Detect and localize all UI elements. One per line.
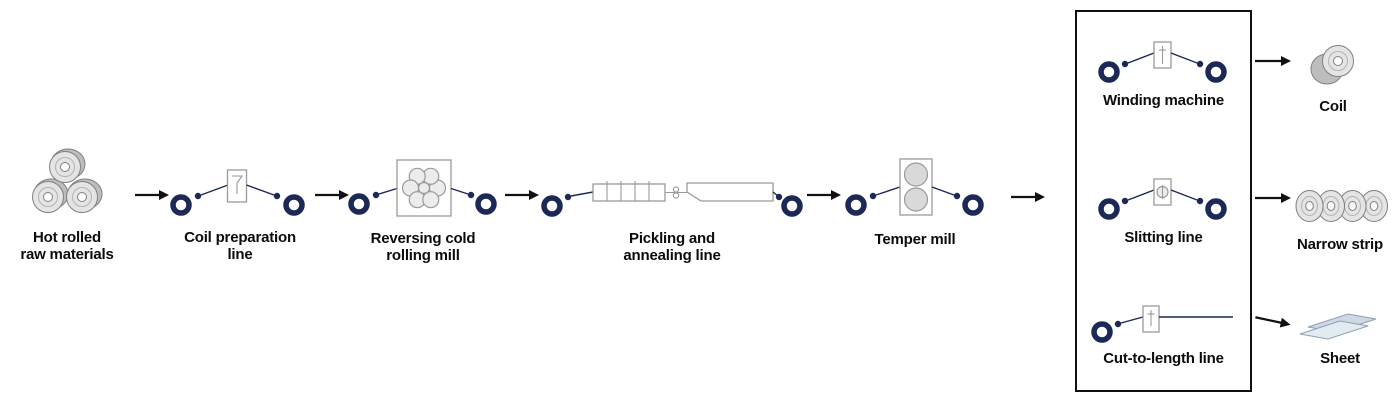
output-arrow-icon — [1255, 56, 1291, 66]
flow-arrow-icon — [1011, 192, 1045, 202]
narrow-strip-coils-icon — [1295, 190, 1388, 222]
stage-reversing-cold-rolling-mill: Reversing cold rolling mill — [348, 152, 498, 265]
cut-to-length-line-icon — [1091, 305, 1233, 343]
stage-hot-rolled-raw-materials: Hot rolled raw materials — [5, 145, 129, 264]
tanks-line-icon — [541, 181, 803, 217]
label-cut-to-length-line: Cut-to-length line — [1103, 350, 1224, 367]
slitting-line-icon — [1097, 178, 1227, 220]
finishing-line-winding-machine: Winding machine — [1077, 38, 1250, 110]
finishing-line-cut-to-length: Cut-to-length line — [1077, 302, 1250, 368]
label-sheet: Sheet — [1320, 350, 1360, 367]
winding-machine-icon — [1097, 41, 1227, 83]
label-slitting-line: Slitting line — [1124, 229, 1203, 246]
label-narrow-strip: Narrow strip — [1297, 236, 1383, 253]
flow-arrow-icon — [135, 190, 169, 200]
cluster-mill-icon — [348, 159, 497, 217]
label-coil-preparation-line: Coil preparation line — [184, 229, 296, 263]
label-temper-mill: Temper mill — [874, 231, 956, 248]
flow-arrow-icon — [315, 190, 349, 200]
product-coil: Coil — [1297, 36, 1369, 116]
coil-icon — [1310, 45, 1354, 85]
output-arrow-icon — [1255, 316, 1291, 328]
flow-arrow-icon — [807, 190, 841, 200]
label-hot-rolled-raw-materials: Hot rolled raw materials — [20, 229, 114, 263]
finishing-line-slitting-line: Slitting line — [1077, 175, 1250, 247]
label-reversing-cold-rolling-mill: Reversing cold rolling mill — [370, 230, 476, 264]
stage-temper-mill: Temper mill — [845, 149, 985, 249]
product-narrow-strip: Narrow strip — [1288, 180, 1392, 254]
finishing-lines-box: Winding machine Slitting line — [1075, 10, 1252, 392]
sheet-icon — [1299, 313, 1377, 340]
flow-arrow-icon — [505, 190, 539, 200]
two-roll-mill-icon — [845, 158, 984, 216]
label-winding-machine: Winding machine — [1102, 92, 1225, 109]
product-sheet: Sheet — [1299, 308, 1380, 368]
coil-preparation-line-icon — [170, 169, 305, 216]
stage-coil-preparation-line: Coil preparation line — [170, 163, 310, 264]
label-coil: Coil — [1319, 98, 1347, 115]
output-arrow-icon — [1255, 193, 1291, 203]
stacked-coils-icon — [32, 148, 103, 213]
label-pickling-and-annealing-line: Pickling and annealing line — [623, 230, 721, 264]
stage-pickling-and-annealing-line: Pickling and annealing line — [541, 166, 803, 265]
